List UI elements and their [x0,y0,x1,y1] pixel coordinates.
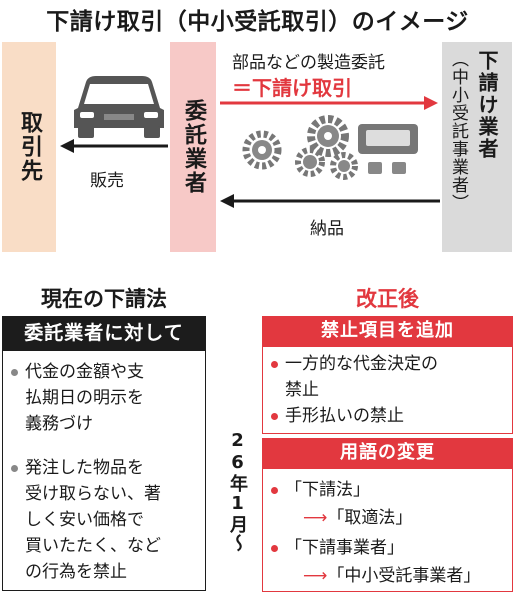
diagram-graphics [60,76,440,208]
right-bar-prohibitions: 禁止項目を追加 [262,316,513,346]
effective-date: 26年1月〜 [227,430,248,553]
bullet-dot [11,465,18,472]
left-bullet-2-line-4: 買いたたく、など [25,536,161,556]
right-item-2: 手形払いの禁止 [269,403,404,429]
term-2-old: 「下請事業者」 [269,535,404,561]
sales-label: 販売 [90,171,124,191]
left-bullet-2-line-3: しく安い価格で [25,510,144,530]
term-2-old-text: 「下請事業者」 [285,538,404,558]
left-heading: 現在の下請法 [41,287,167,311]
partner-label: 取引先 [17,111,42,183]
gear-icon [242,115,358,180]
client-label: 委託業者 [181,99,206,195]
sales-arrow [60,139,168,153]
term-1-new: ⟶「取適法」 [303,505,412,531]
page-title: 下請け取引（中小受託取引）のイメージ [46,9,469,35]
bullet-dot [271,361,278,368]
left-bullet-1-line-1: 代金の金額や支 [25,362,144,382]
top-label-1: 部品などの製造委託 [232,53,385,73]
right-prohibitions-box: 一方的な代金決定の 禁止 手形払いの禁止 [262,346,513,434]
top-label-2: ＝下請け取引 [232,76,352,100]
term-1-new-text: 「取適法」 [327,508,413,528]
term-arrow-icon: ⟶ [303,566,328,586]
left-subject-bar: 委託業者に対して [2,316,206,350]
right-heading: 改正後 [356,287,419,311]
contractor-label: 下請け業者 [475,50,499,160]
left-bullet-2-line-5: の行為を禁止 [25,562,127,582]
left-bullet-1-line-3: 義務づけ [25,414,93,434]
left-content-box: 代金の金額や支 払期日の明示を 義務づけ 発注した物品を 受け取らない、著 しく… [2,350,206,591]
delivery-arrow [220,194,440,208]
car-icon [74,76,164,138]
client-box: 委託業者 [170,42,216,252]
right-item-1: 一方的な代金決定の 禁止 [269,351,438,403]
contractor-box: 下請け業者 （中小受託事業者） [442,42,512,252]
term-1-old-text: 「下請法」 [285,480,370,500]
term-2-new-text: 「中小受託事業者」 [327,566,481,586]
term-arrow-icon: ⟶ [303,508,328,528]
partner-box: 取引先 [2,42,56,252]
left-bullet-1-line-2: 払期日の明示を [25,388,144,408]
bullet-dot [271,413,278,420]
contractor-sublabel: （中小受託事業者） [448,50,468,212]
bullet-dot [271,545,278,552]
left-bullet-2-line-2: 受け取らない、著 [25,484,161,504]
bullet-dot [11,369,18,376]
left-bullet-2: 発注した物品を 受け取らない、著 しく安い価格で 買いたたく、など の行為を禁止 [9,455,161,585]
right-terms-box: 「下請法」 ⟶「取適法」 「下請事業者」 ⟶「中小受託事業者」 [262,468,513,592]
auto-parts-icon [358,124,418,174]
right-bar-terms: 用語の変更 [262,438,513,468]
left-bullet-2-line-1: 発注した物品を [25,458,144,478]
right-item-2-text: 手形払いの禁止 [285,406,404,426]
right-item-1-line-2: 禁止 [285,380,319,400]
bullet-dot [271,487,278,494]
right-item-1-line-1: 一方的な代金決定の [285,354,438,374]
delivery-label: 納品 [310,219,344,239]
left-bullet-1: 代金の金額や支 払期日の明示を 義務づけ [9,359,144,437]
term-1-old: 「下請法」 [269,477,370,503]
term-2-new: ⟶「中小受託事業者」 [303,563,480,589]
red-arrow [220,96,438,110]
